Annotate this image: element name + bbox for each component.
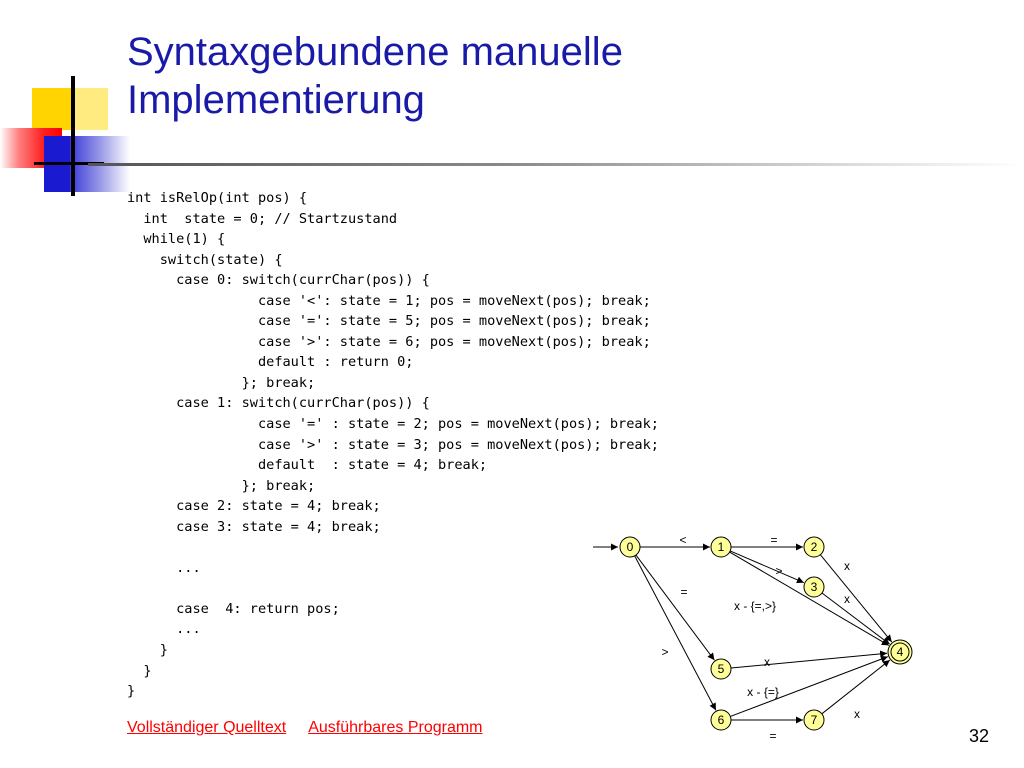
- code-line: case '=': state = 5; pos = moveNext(pos)…: [127, 313, 651, 330]
- code-line: }; break;: [127, 477, 316, 494]
- state-circle: [710, 536, 732, 558]
- code-line: case '>': state = 6; pos = moveNext(pos)…: [127, 333, 651, 350]
- transition-0-6: [634, 555, 717, 711]
- state-label: 7: [811, 713, 818, 727]
- code-line: ...: [127, 559, 201, 576]
- transition-label-6-4: x - {=}: [747, 685, 779, 699]
- code-line: default : state = 4; break;: [127, 457, 488, 474]
- code-line: case 1: switch(currChar(pos)) {: [127, 395, 430, 412]
- executable-program-link[interactable]: Ausführbares Programm: [308, 719, 483, 736]
- transition-7-4: [821, 659, 891, 715]
- transition-label-3-4: x: [844, 592, 850, 606]
- code-line: case 4: return pos;: [127, 600, 340, 617]
- state-0: 0: [619, 536, 641, 558]
- transition-label-2-4: x: [844, 559, 850, 573]
- state-7: 7: [803, 709, 825, 731]
- code-line: int isRelOp(int pos) {: [127, 190, 308, 206]
- state-6: 6: [710, 709, 732, 731]
- transition-label-6-7: =: [769, 729, 776, 743]
- code-line: while(1) {: [127, 231, 226, 248]
- transition-label-1-3: >: [775, 564, 782, 578]
- code-line: switch(state) {: [127, 251, 283, 268]
- state-label: 1: [718, 540, 725, 554]
- state-label: 6: [718, 713, 725, 727]
- code-line: }: [127, 662, 152, 679]
- transition-2-4: [819, 554, 893, 643]
- state-1: 1: [710, 536, 732, 558]
- transition-label-1-4: x - {=,>}: [734, 599, 776, 613]
- state-circle: [803, 536, 825, 558]
- code-line: case 2: state = 4; break;: [127, 498, 381, 515]
- state-circle: [803, 576, 825, 598]
- state-circle: [619, 536, 641, 558]
- transition-5-4: [730, 650, 888, 669]
- transition-1-4: [729, 551, 890, 646]
- transition-label-1-2: =: [770, 533, 777, 547]
- code-listing: int isRelOp(int pos) { int state = 0; //…: [127, 188, 659, 702]
- full-source-link[interactable]: Vollständiger Quelltext: [127, 719, 287, 736]
- code-line: int state = 0; // Startzustand: [127, 210, 398, 227]
- code-line: }; break;: [127, 374, 316, 391]
- code-line: case '<': state = 1; pos = moveNext(pos)…: [127, 292, 651, 309]
- state-circle: [803, 709, 825, 731]
- transition-6-4: [730, 655, 889, 717]
- state-4: 4: [887, 639, 913, 665]
- state-3: 3: [803, 576, 825, 598]
- state-label: 3: [811, 580, 818, 594]
- footer-links: Vollständiger Quelltext Ausführbares Prog…: [127, 719, 483, 737]
- transition-label-0-5: =: [680, 585, 687, 599]
- code-line: ...: [127, 621, 201, 638]
- state-label: 4: [897, 645, 904, 659]
- page-number: 32: [969, 726, 990, 746]
- slide-title-line-2: Implementierung: [127, 78, 425, 122]
- state-label: 2: [811, 540, 818, 554]
- transition-3-4: [821, 592, 890, 645]
- state-circle: [710, 658, 732, 680]
- code-line: case 3: state = 4; break;: [127, 518, 381, 535]
- code-line: case 0: switch(currChar(pos)) {: [127, 272, 430, 289]
- transition-0-5: [635, 554, 715, 661]
- state-label: 5: [718, 662, 725, 676]
- code-line: }: [127, 642, 168, 659]
- title-divider: [88, 163, 1024, 166]
- code-line: }: [127, 683, 136, 700]
- transition-label-0-1: <: [679, 533, 686, 547]
- code-line: case '=' : state = 2; pos = moveNext(pos…: [127, 416, 659, 433]
- state-label: 0: [627, 540, 634, 554]
- state-2: 2: [803, 536, 825, 558]
- code-line: default : return 0;: [127, 354, 414, 371]
- slide-title: Syntaxgebundene manuelle Implementierung: [127, 28, 623, 124]
- state-circle: [710, 709, 732, 731]
- state-5: 5: [710, 658, 732, 680]
- transition-label-7-4: x: [854, 707, 860, 721]
- code-line: case '>' : state = 3; pos = moveNext(pos…: [127, 436, 659, 453]
- transition-label-5-4: x: [764, 655, 770, 669]
- state-circle: [890, 642, 910, 662]
- transition-1-3: [729, 550, 805, 584]
- slide-title-line-1: Syntaxgebundene manuelle: [127, 30, 623, 74]
- transition-label-0-6: >: [661, 645, 668, 659]
